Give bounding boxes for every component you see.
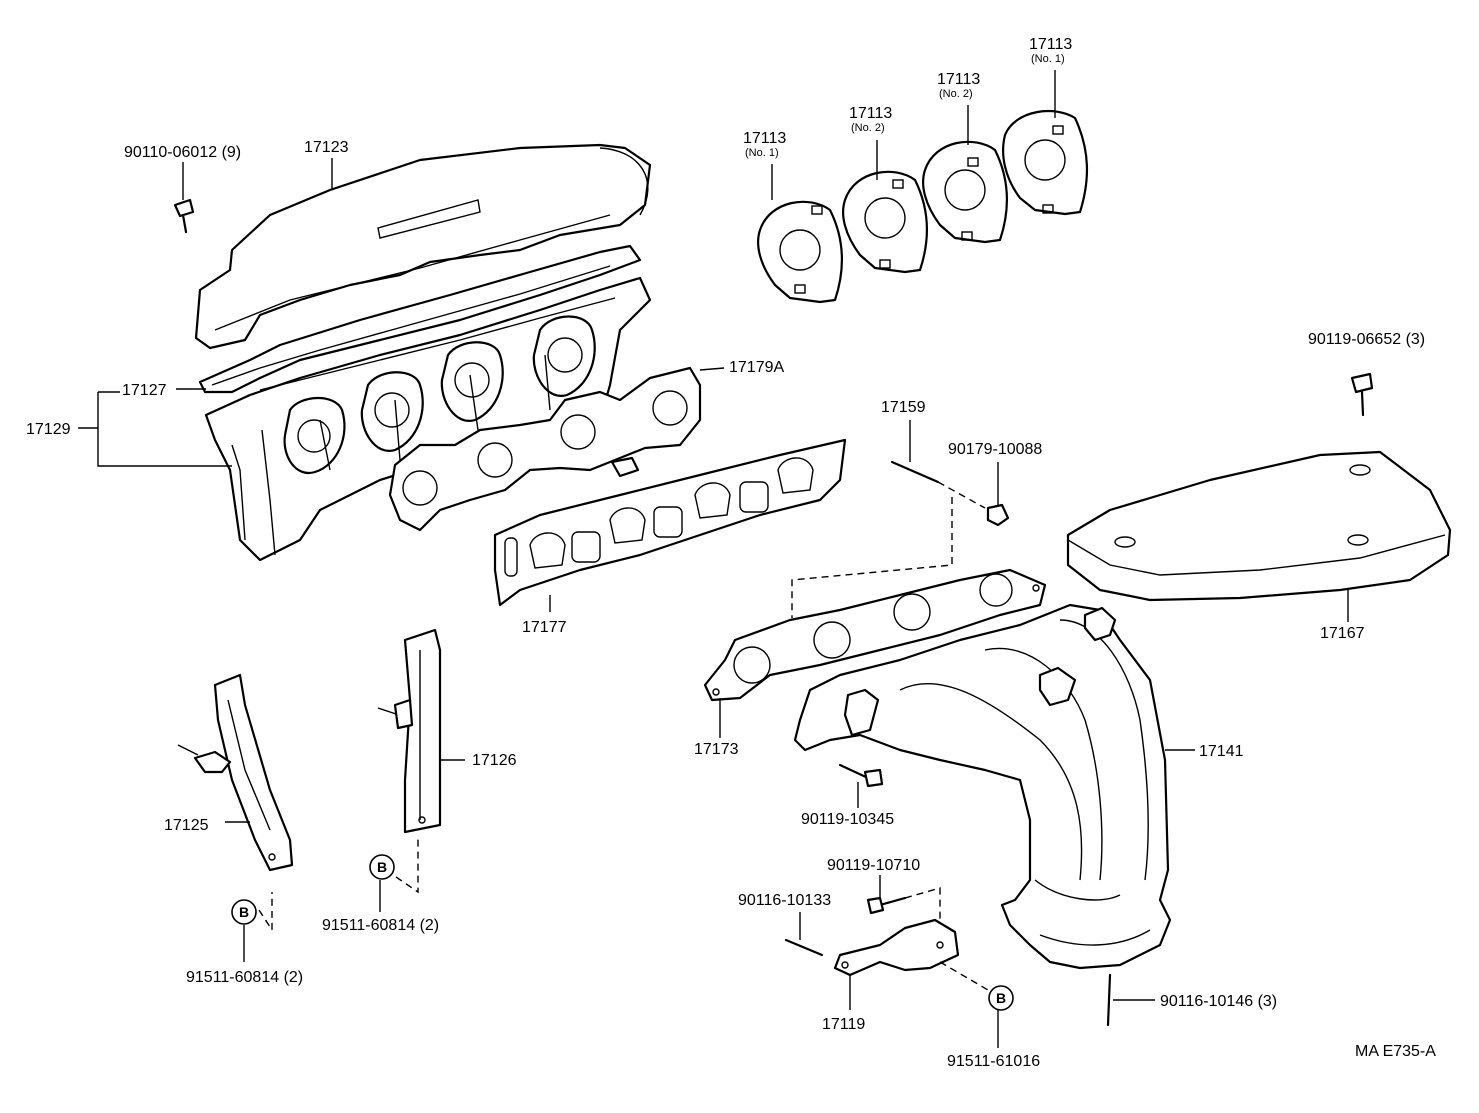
label-17177: 17177 bbox=[522, 619, 567, 636]
label-90119-10710: 90119-10710 bbox=[827, 857, 920, 874]
manifold-bracket-17119 bbox=[833, 918, 960, 977]
label-17167: 17167 bbox=[1320, 625, 1365, 642]
sublabel-no1-d: (No. 1) bbox=[1031, 53, 1065, 65]
manifold-stay-17125 bbox=[177, 673, 294, 872]
manifold-heat-insulator-17123 bbox=[194, 143, 652, 350]
badge-b-1-text: B bbox=[239, 904, 249, 920]
gasket-17113-no1-right bbox=[1002, 110, 1088, 216]
manifold-port-1 bbox=[283, 396, 346, 475]
manifold-gasket-17127 bbox=[198, 244, 642, 394]
dashed-lines bbox=[258, 481, 989, 991]
label-90119-10345: 90119-10345 bbox=[801, 811, 894, 828]
exhaust-manifold-flange-17173 bbox=[703, 568, 1047, 702]
exhaust-manifold-body-17129 bbox=[204, 276, 652, 562]
label-91511-60814-b: 91511-60814 (2) bbox=[322, 917, 439, 934]
manifold-gasket-17179A bbox=[388, 366, 702, 532]
badge-b-3-text: B bbox=[996, 990, 1006, 1006]
leader-lines bbox=[78, 70, 1349, 1048]
gasket-17113-no1-left bbox=[757, 200, 843, 304]
diagram-code: MA E735-A bbox=[1355, 1043, 1436, 1060]
manifold-port-3 bbox=[440, 341, 504, 422]
exhaust-heat-insulator-17167 bbox=[1066, 450, 1452, 602]
label-17127: 17127 bbox=[122, 382, 167, 399]
label-17123: 17123 bbox=[304, 139, 349, 156]
label-17129: 17129 bbox=[26, 421, 71, 438]
sublabel-no2-c: (No. 2) bbox=[939, 88, 973, 100]
manifold-stay-17126 bbox=[377, 628, 442, 834]
badge-b-2: B bbox=[369, 854, 395, 880]
label-17159: 17159 bbox=[881, 399, 926, 416]
bolt-90110-06012 bbox=[173, 198, 195, 234]
nut-90179-10088 bbox=[986, 503, 1010, 527]
label-91511-61016: 91511-61016 bbox=[947, 1053, 1040, 1070]
label-17113-a: 17113 bbox=[743, 130, 786, 147]
badge-b-3: B bbox=[988, 985, 1014, 1011]
manifold-port-2 bbox=[360, 371, 424, 452]
label-90179-10088: 90179-10088 bbox=[948, 441, 1042, 458]
label-90116-10133: 90116-10133 bbox=[738, 892, 831, 909]
badge-b-1: B bbox=[231, 899, 257, 925]
sublabel-no1-a: (No. 1) bbox=[745, 147, 779, 159]
stud-90116-10133 bbox=[784, 938, 824, 957]
label-17126: 17126 bbox=[472, 752, 517, 769]
label-17113-b: 17113 bbox=[849, 105, 892, 122]
label-17125: 17125 bbox=[164, 817, 209, 834]
exhaust-manifold-pipes-17141 bbox=[793, 603, 1172, 970]
label-90119-06652: 90119-06652 (3) bbox=[1308, 331, 1425, 348]
stud-90116-10146 bbox=[1106, 973, 1112, 1027]
bolt-90119-10345 bbox=[838, 763, 884, 788]
manifold-port-4 bbox=[532, 315, 596, 397]
label-17119: 17119 bbox=[822, 1016, 865, 1033]
label-17141: 17141 bbox=[1199, 743, 1244, 760]
label-17113-d: 17113 bbox=[1029, 36, 1072, 53]
gasket-17113-no2-right bbox=[922, 140, 1008, 244]
stud-17159 bbox=[890, 460, 940, 484]
label-91511-60814-a: 91511-60814 (2) bbox=[186, 969, 303, 986]
bolt-90119-06652 bbox=[1350, 372, 1374, 417]
label-17113-c: 17113 bbox=[937, 71, 980, 88]
label-17173: 17173 bbox=[694, 741, 739, 758]
sublabel-no2-b: (No. 2) bbox=[851, 122, 885, 134]
part-labels: 90110-06012 (9) 17123 17127 17129 17179A… bbox=[26, 36, 1436, 1070]
intake-side-gasket-17177 bbox=[493, 438, 847, 607]
label-17179A: 17179A bbox=[729, 359, 784, 376]
bolt-90119-10710 bbox=[866, 896, 907, 915]
label-90110-06012: 90110-06012 (9) bbox=[124, 144, 241, 161]
gasket-17113-no2-left bbox=[842, 170, 928, 274]
label-90116-10146: 90116-10146 (3) bbox=[1160, 993, 1277, 1010]
badge-b-2-text: B bbox=[377, 859, 387, 875]
